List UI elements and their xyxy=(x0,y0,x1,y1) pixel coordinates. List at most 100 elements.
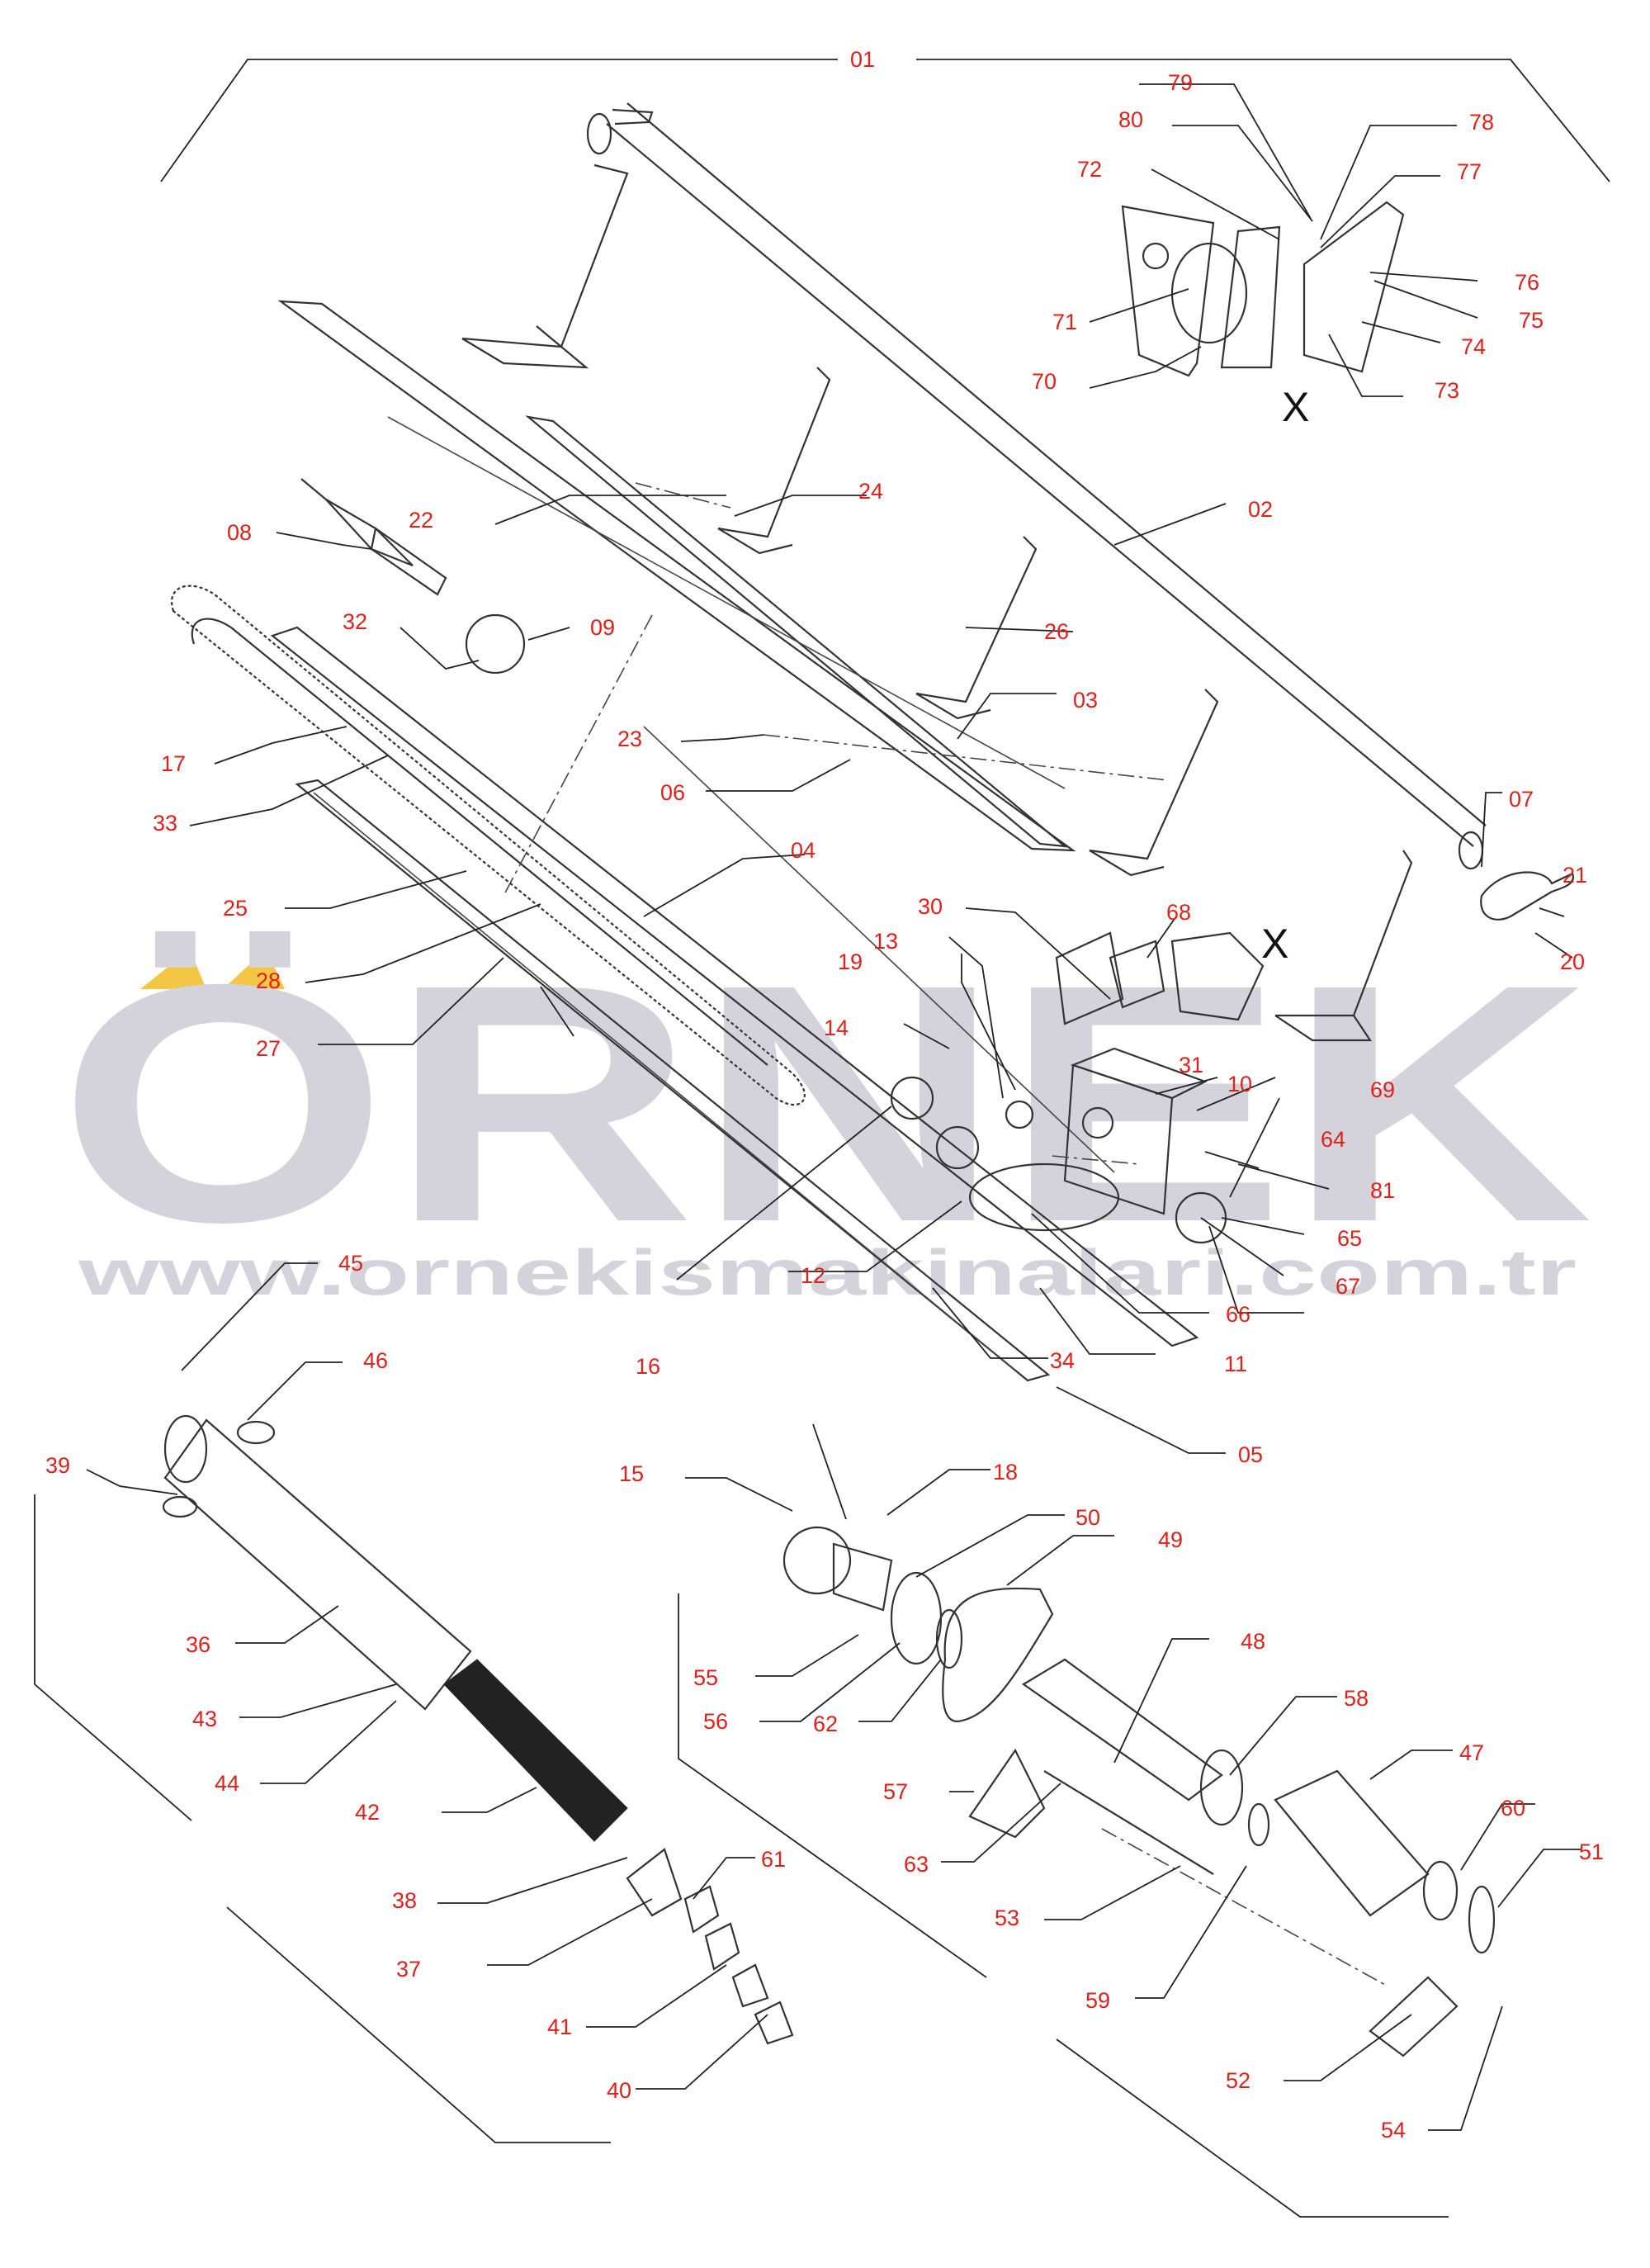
callout-42: 42 xyxy=(355,1800,380,1825)
callout-06: 06 xyxy=(660,780,685,805)
callout-08: 08 xyxy=(227,520,252,545)
callout-40: 40 xyxy=(607,2078,631,2103)
callout-51: 51 xyxy=(1579,1839,1604,1864)
callout-21: 21 xyxy=(1563,863,1587,888)
callout-43: 43 xyxy=(192,1707,217,1731)
watermark-accent-right xyxy=(223,949,285,989)
callout-37: 37 xyxy=(396,1957,421,1982)
callout-52: 52 xyxy=(1226,2068,1251,2093)
callout-01: 01 xyxy=(850,47,875,72)
watermark-url: www.ornekismakinalari.com.tr xyxy=(77,1236,1577,1309)
callout-14: 14 xyxy=(824,1016,849,1040)
callout-49: 49 xyxy=(1158,1527,1183,1552)
group-bracket-lines xyxy=(34,59,1610,2218)
callout-36: 36 xyxy=(186,1632,210,1657)
callout-16: 16 xyxy=(636,1354,660,1379)
callout-64: 64 xyxy=(1321,1127,1345,1152)
callout-62: 62 xyxy=(813,1712,838,1736)
callout-24: 24 xyxy=(858,479,883,504)
upper-bar-assembly xyxy=(277,300,1076,852)
detail-marker-upper: X xyxy=(1282,384,1309,430)
callout-61: 61 xyxy=(761,1847,786,1872)
callout-13: 13 xyxy=(873,929,898,954)
callout-25: 25 xyxy=(223,896,248,921)
callout-68: 68 xyxy=(1166,900,1191,925)
callout-46: 46 xyxy=(363,1348,388,1373)
side-plate xyxy=(1480,871,1575,921)
callout-60: 60 xyxy=(1501,1796,1525,1821)
bearing-housing-group xyxy=(1055,931,1265,1025)
callout-80: 80 xyxy=(1118,107,1143,132)
callout-55: 55 xyxy=(693,1665,718,1690)
callout-58: 58 xyxy=(1344,1686,1369,1711)
callout-73: 73 xyxy=(1435,378,1459,403)
callout-18: 18 xyxy=(993,1460,1018,1484)
main-frame-assembly xyxy=(461,102,1487,1042)
callout-32: 32 xyxy=(343,609,367,634)
callout-47: 47 xyxy=(1459,1740,1484,1765)
callout-05: 05 xyxy=(1238,1442,1263,1467)
callout-26: 26 xyxy=(1044,619,1069,644)
callout-79: 79 xyxy=(1168,70,1193,95)
callout-03: 03 xyxy=(1073,688,1098,713)
callout-50: 50 xyxy=(1076,1505,1100,1530)
watermark-accent-left xyxy=(140,949,206,989)
callout-44: 44 xyxy=(215,1771,239,1796)
callout-31: 31 xyxy=(1179,1053,1203,1077)
callout-65: 65 xyxy=(1337,1226,1362,1251)
watermark: ÖRNEK www.ornekismakinalari.com.tr xyxy=(58,914,1593,1309)
callout-48: 48 xyxy=(1241,1629,1265,1654)
chain-lower-bar-assembly xyxy=(171,585,1199,1382)
callout-70: 70 xyxy=(1032,369,1057,394)
callout-10: 10 xyxy=(1227,1072,1252,1096)
callout-41: 41 xyxy=(547,2015,572,2039)
callout-27: 27 xyxy=(256,1036,281,1061)
callout-57: 57 xyxy=(883,1779,908,1804)
callout-78: 78 xyxy=(1469,110,1494,135)
callout-23: 23 xyxy=(617,727,642,751)
callout-76: 76 xyxy=(1515,270,1539,295)
hydraulic-cylinder xyxy=(300,478,526,675)
callout-34: 34 xyxy=(1050,1348,1075,1373)
callout-20: 20 xyxy=(1560,949,1585,974)
detail-x-assembly xyxy=(1121,201,1405,377)
callout-56: 56 xyxy=(703,1709,728,1734)
shaft-assembly xyxy=(782,1526,1496,2057)
callout-75: 75 xyxy=(1519,308,1544,333)
callout-66: 66 xyxy=(1226,1302,1251,1327)
callout-67: 67 xyxy=(1336,1274,1360,1299)
callout-53: 53 xyxy=(995,1906,1019,1930)
callout-12: 12 xyxy=(801,1263,825,1288)
callout-30: 30 xyxy=(918,894,943,919)
callout-04: 04 xyxy=(791,838,816,863)
callout-17: 17 xyxy=(161,751,186,776)
callout-11: 11 xyxy=(1224,1352,1247,1376)
callout-38: 38 xyxy=(392,1888,417,1913)
callout-39: 39 xyxy=(45,1453,70,1478)
callout-33: 33 xyxy=(153,811,177,836)
watermark-brand: ÖRNEK xyxy=(58,914,1593,1292)
callout-09: 09 xyxy=(590,615,615,640)
callout-02: 02 xyxy=(1248,497,1273,522)
callout-77: 77 xyxy=(1457,159,1482,184)
callout-28: 28 xyxy=(256,968,281,993)
callout-19: 19 xyxy=(838,949,863,974)
callout-59: 59 xyxy=(1085,1988,1110,2013)
callout-22: 22 xyxy=(409,508,433,533)
callout-labels: 01 02 03 04 05 06 07 08 09 10 11 12 13 14 15 16 17 18 19 20… xyxy=(45,47,1604,2143)
callout-54: 54 xyxy=(1381,2118,1406,2143)
callout-45: 45 xyxy=(338,1251,363,1276)
callout-81: 81 xyxy=(1370,1178,1395,1203)
alignment-lines xyxy=(503,482,1388,1986)
roller-assembly xyxy=(162,1414,794,2045)
callout-72: 72 xyxy=(1077,157,1102,182)
leader-lines xyxy=(86,83,1581,2131)
callout-07: 07 xyxy=(1509,787,1534,812)
callout-63: 63 xyxy=(904,1852,929,1877)
callout-15: 15 xyxy=(619,1461,644,1486)
drive-box-assembly xyxy=(890,1047,1227,1244)
callout-69: 69 xyxy=(1370,1077,1395,1102)
callout-74: 74 xyxy=(1461,334,1486,359)
detail-marker-lower: X xyxy=(1261,921,1288,967)
